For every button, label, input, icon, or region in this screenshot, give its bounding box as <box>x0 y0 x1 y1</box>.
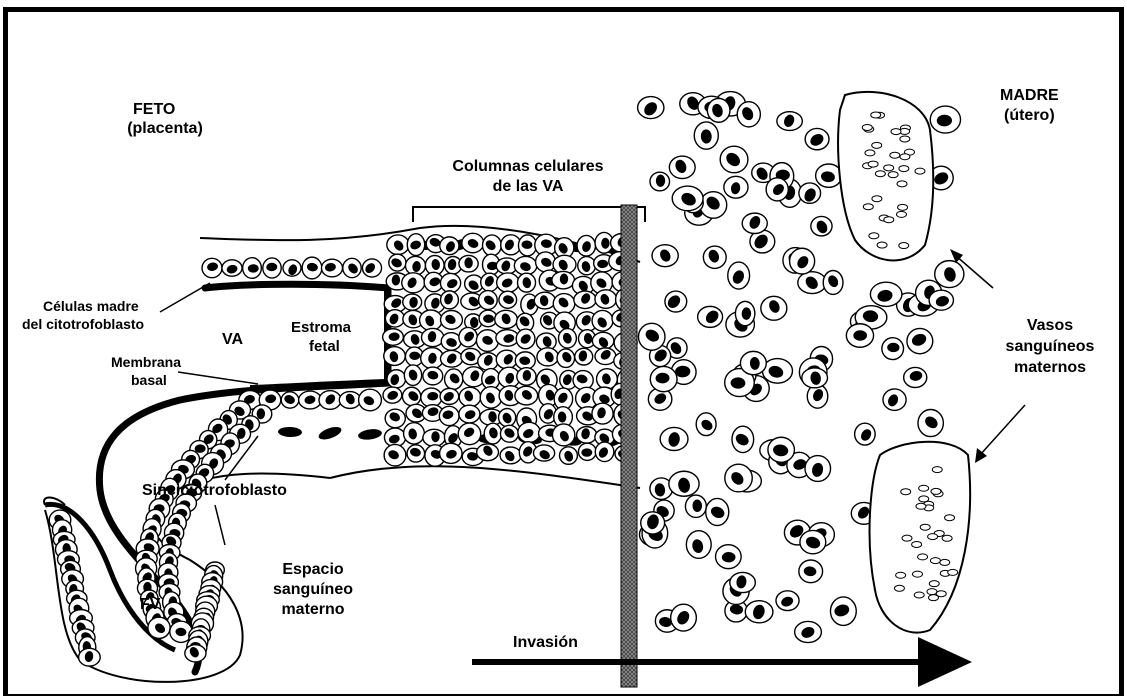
vessel-lumen-cell <box>932 467 942 473</box>
vessel-lumen-cell <box>931 488 941 494</box>
vessel-lumen-cell <box>897 181 907 187</box>
syncytium-nucleus <box>357 428 382 441</box>
vessel-lumen-cell <box>912 541 922 547</box>
label-espacio-1: Espacio <box>258 560 368 580</box>
vessel-lumen-cell <box>916 503 926 509</box>
vessel-lumen-cell <box>900 136 910 142</box>
cell-nucleus <box>464 257 472 268</box>
vessel-lumen-cell <box>888 172 898 178</box>
label-utero: (útero) <box>1004 106 1055 126</box>
vessel-lumen-cell <box>915 168 925 174</box>
syncytium-nucleus <box>317 424 343 442</box>
label-celulas-madre-2: del citotrofoblasto <box>22 314 144 334</box>
label-membrana-1: Membrana <box>111 352 181 372</box>
vessel-lumen-cell <box>940 559 950 565</box>
vessel-lumen-cell <box>894 585 904 591</box>
vessel-lumen-cell <box>900 154 910 160</box>
vessel-lumen-cell <box>945 515 955 521</box>
vessel-lumen-cell <box>865 150 875 156</box>
vessel-lumen-cell <box>862 124 872 130</box>
vessel-lumen-cell <box>899 243 909 249</box>
label-fv: FV <box>140 595 160 615</box>
label-celulas-madre-1: Células madre <box>43 296 139 316</box>
vessel-lumen-cell <box>898 204 908 210</box>
label-vasos-1: Vasos <box>990 316 1110 336</box>
columns-bracket <box>413 207 645 222</box>
vessel-lumen-cell <box>872 196 882 202</box>
vessel-lumen-cell <box>863 204 873 210</box>
invasion-front-bar <box>621 205 637 687</box>
label-invasion: Invasión <box>513 633 578 653</box>
vessel-lumen-cell <box>896 211 906 217</box>
label-espacio-2: sanguíneo <box>258 580 368 600</box>
label-vasos-3: maternos <box>990 358 1110 378</box>
vessel-lumen-cell <box>890 152 900 158</box>
label-madre: MADRE <box>1000 86 1059 106</box>
vessel-lumen-cell <box>928 595 938 601</box>
vessel-lumen-cell <box>948 569 958 575</box>
vessel-lumen-cell <box>884 217 894 223</box>
label-vasos-2: sanguíneos <box>990 337 1110 357</box>
vessel-lumen-cell <box>912 571 922 577</box>
label-estroma-1: Estroma <box>291 318 351 338</box>
vessel-lumen-cell <box>872 142 882 148</box>
label-columnas-2: de las VA <box>428 177 628 197</box>
vessel-lumen-cell <box>875 171 885 177</box>
vessel-lumen-cell <box>899 166 909 172</box>
label-columnas-1: Columnas celulares <box>428 157 628 177</box>
vessel-lumen-cell <box>869 233 879 239</box>
vessel-lumen-cell <box>927 589 937 595</box>
vessel-lumen-cell <box>918 554 928 560</box>
label-estroma-2: fetal <box>309 337 340 357</box>
vessel-lumen-cell <box>871 112 881 118</box>
vessel-lumen-cell <box>928 534 938 540</box>
vessel-lumen-cell <box>884 165 894 171</box>
vessel-lumen-cell <box>919 485 929 491</box>
label-feto: FETO <box>133 100 175 120</box>
maternal-vessel-lower <box>870 442 971 633</box>
syncytium-nucleus <box>278 427 302 438</box>
vessel-lumen-cell <box>891 129 901 135</box>
vessel-lumen-cell <box>942 535 952 541</box>
vessel-lumen-cell <box>896 572 906 578</box>
cell-nucleus <box>601 238 609 249</box>
label-membrana-2: basal <box>131 370 167 390</box>
label-sinciciotrofoblasto: Sinciciotrofoblasto <box>142 481 287 501</box>
label-va: VA <box>222 330 243 350</box>
vessel-lumen-cell <box>902 535 912 541</box>
vessel-lumen-cell <box>877 242 887 248</box>
vessel-lumen-cell <box>868 161 878 167</box>
vessel-lumen-cell <box>930 558 940 564</box>
label-placenta: (placenta) <box>115 119 215 139</box>
maternal-vessel-upper <box>838 92 933 261</box>
label-espacio-3: materno <box>258 600 368 620</box>
vessel-lumen-cell <box>901 489 911 495</box>
vessel-lumen-cell <box>920 524 930 530</box>
vessel-lumen-cell <box>919 496 929 502</box>
vessel-lumen-cell <box>929 581 939 587</box>
vessel-lumen-cell <box>914 592 924 598</box>
